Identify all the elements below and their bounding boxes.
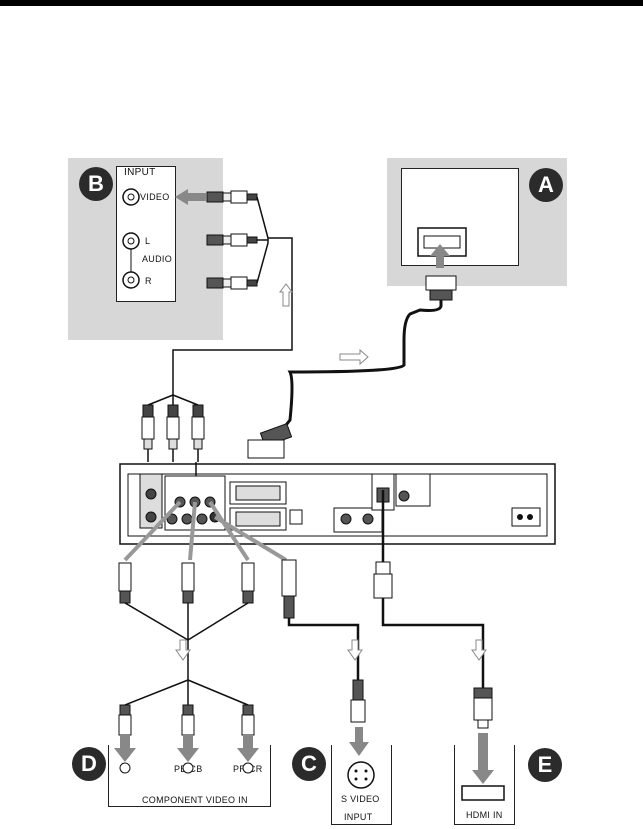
down-arrow-icon (349, 727, 369, 756)
down-arrow-icon (472, 733, 494, 784)
svideo-input-label: INPUT (344, 812, 373, 822)
up-arrow-icon (279, 283, 293, 307)
down-arrow-icon (177, 735, 199, 762)
top-rule (0, 0, 643, 6)
audio-l-label: L (145, 236, 151, 246)
svideo-jack (347, 761, 375, 789)
video-jack (122, 188, 140, 206)
audio-r-label: R (145, 276, 152, 286)
label-d: D (72, 747, 106, 781)
component-title: COMPONENT VIDEO IN (142, 795, 248, 805)
down-arrow-icon (237, 735, 259, 762)
down-arrow-icon (175, 639, 191, 661)
label-a: A (529, 168, 563, 202)
right-arrow-icon (339, 348, 369, 366)
left-arrow-icon (175, 189, 206, 205)
hdmi-jack (461, 785, 505, 801)
up-arrow-icon (430, 244, 450, 268)
audio-label: AUDIO (142, 254, 173, 264)
down-arrow-icon (347, 639, 363, 661)
label-b: B (79, 167, 113, 201)
input-title: INPUT (124, 167, 156, 178)
label-e: E (528, 748, 562, 782)
svideo-label: S VIDEO (341, 794, 380, 804)
audio-l-jack (122, 232, 140, 250)
down-arrow-icon (114, 735, 136, 762)
label-c: C (292, 747, 326, 781)
down-arrow-icon (471, 639, 487, 661)
audio-r-jack (122, 271, 140, 289)
hdmi-label: HDMI IN (466, 810, 503, 820)
recorder-rear-panel (119, 463, 556, 545)
video-label: VIDEO (140, 192, 170, 202)
